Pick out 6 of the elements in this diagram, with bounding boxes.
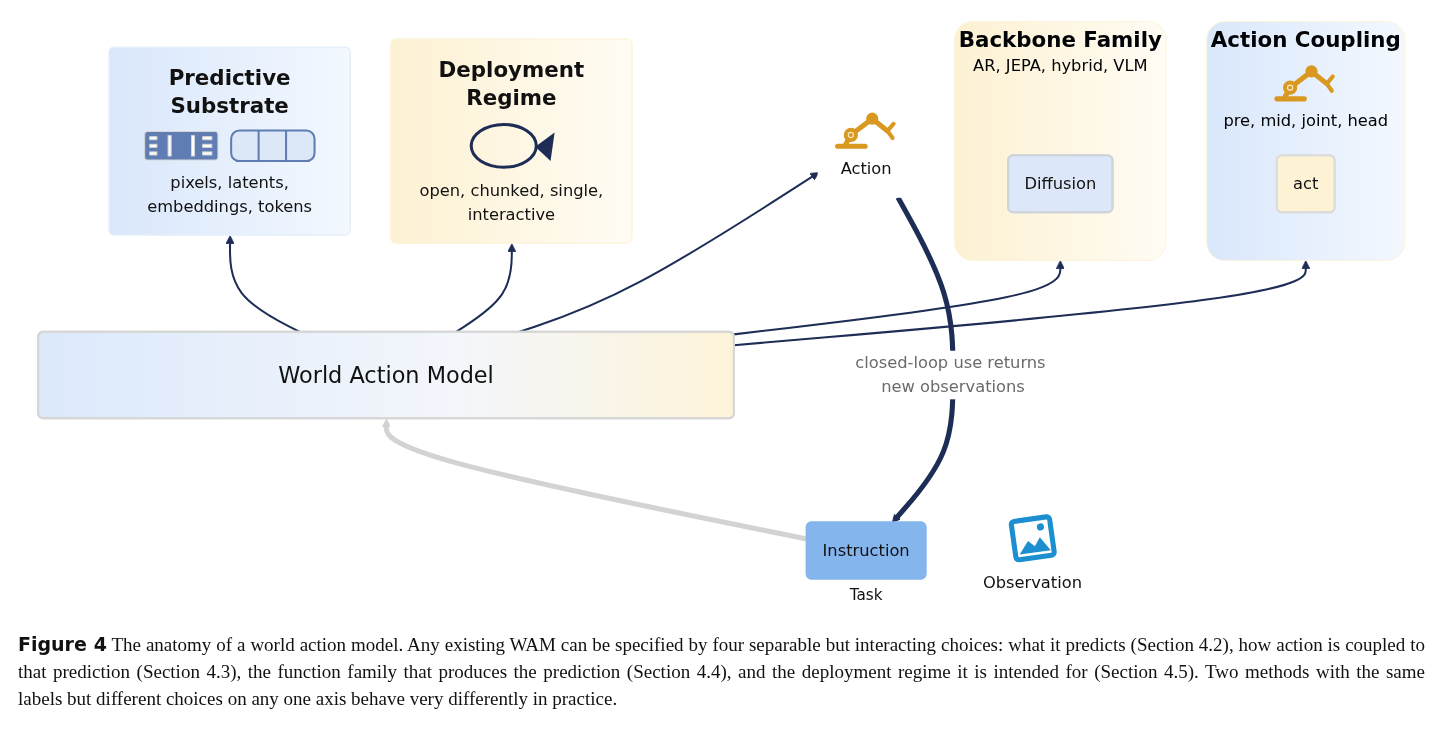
arrow <box>733 260 1065 336</box>
arrow <box>733 260 1311 347</box>
node-label: Observation <box>982 572 1083 593</box>
edge-label: closed-loop use returns new observations <box>855 352 1046 397</box>
node-text: Action <box>840 158 892 178</box>
figure-caption: Figure 4 The anatomy of a world action model. Any existing WAM can be specified by four separable but interacting choices: what it predicts (Section 4.2), how action is coupled to that prediction (Section 4.3), the function family that produces the prediction (Section 4.4), and the deployment regime it is intended for (Section 4.5). Two methods with the same labels but different choices on any one axis behave very differently in practice. <box>18 632 1425 712</box>
